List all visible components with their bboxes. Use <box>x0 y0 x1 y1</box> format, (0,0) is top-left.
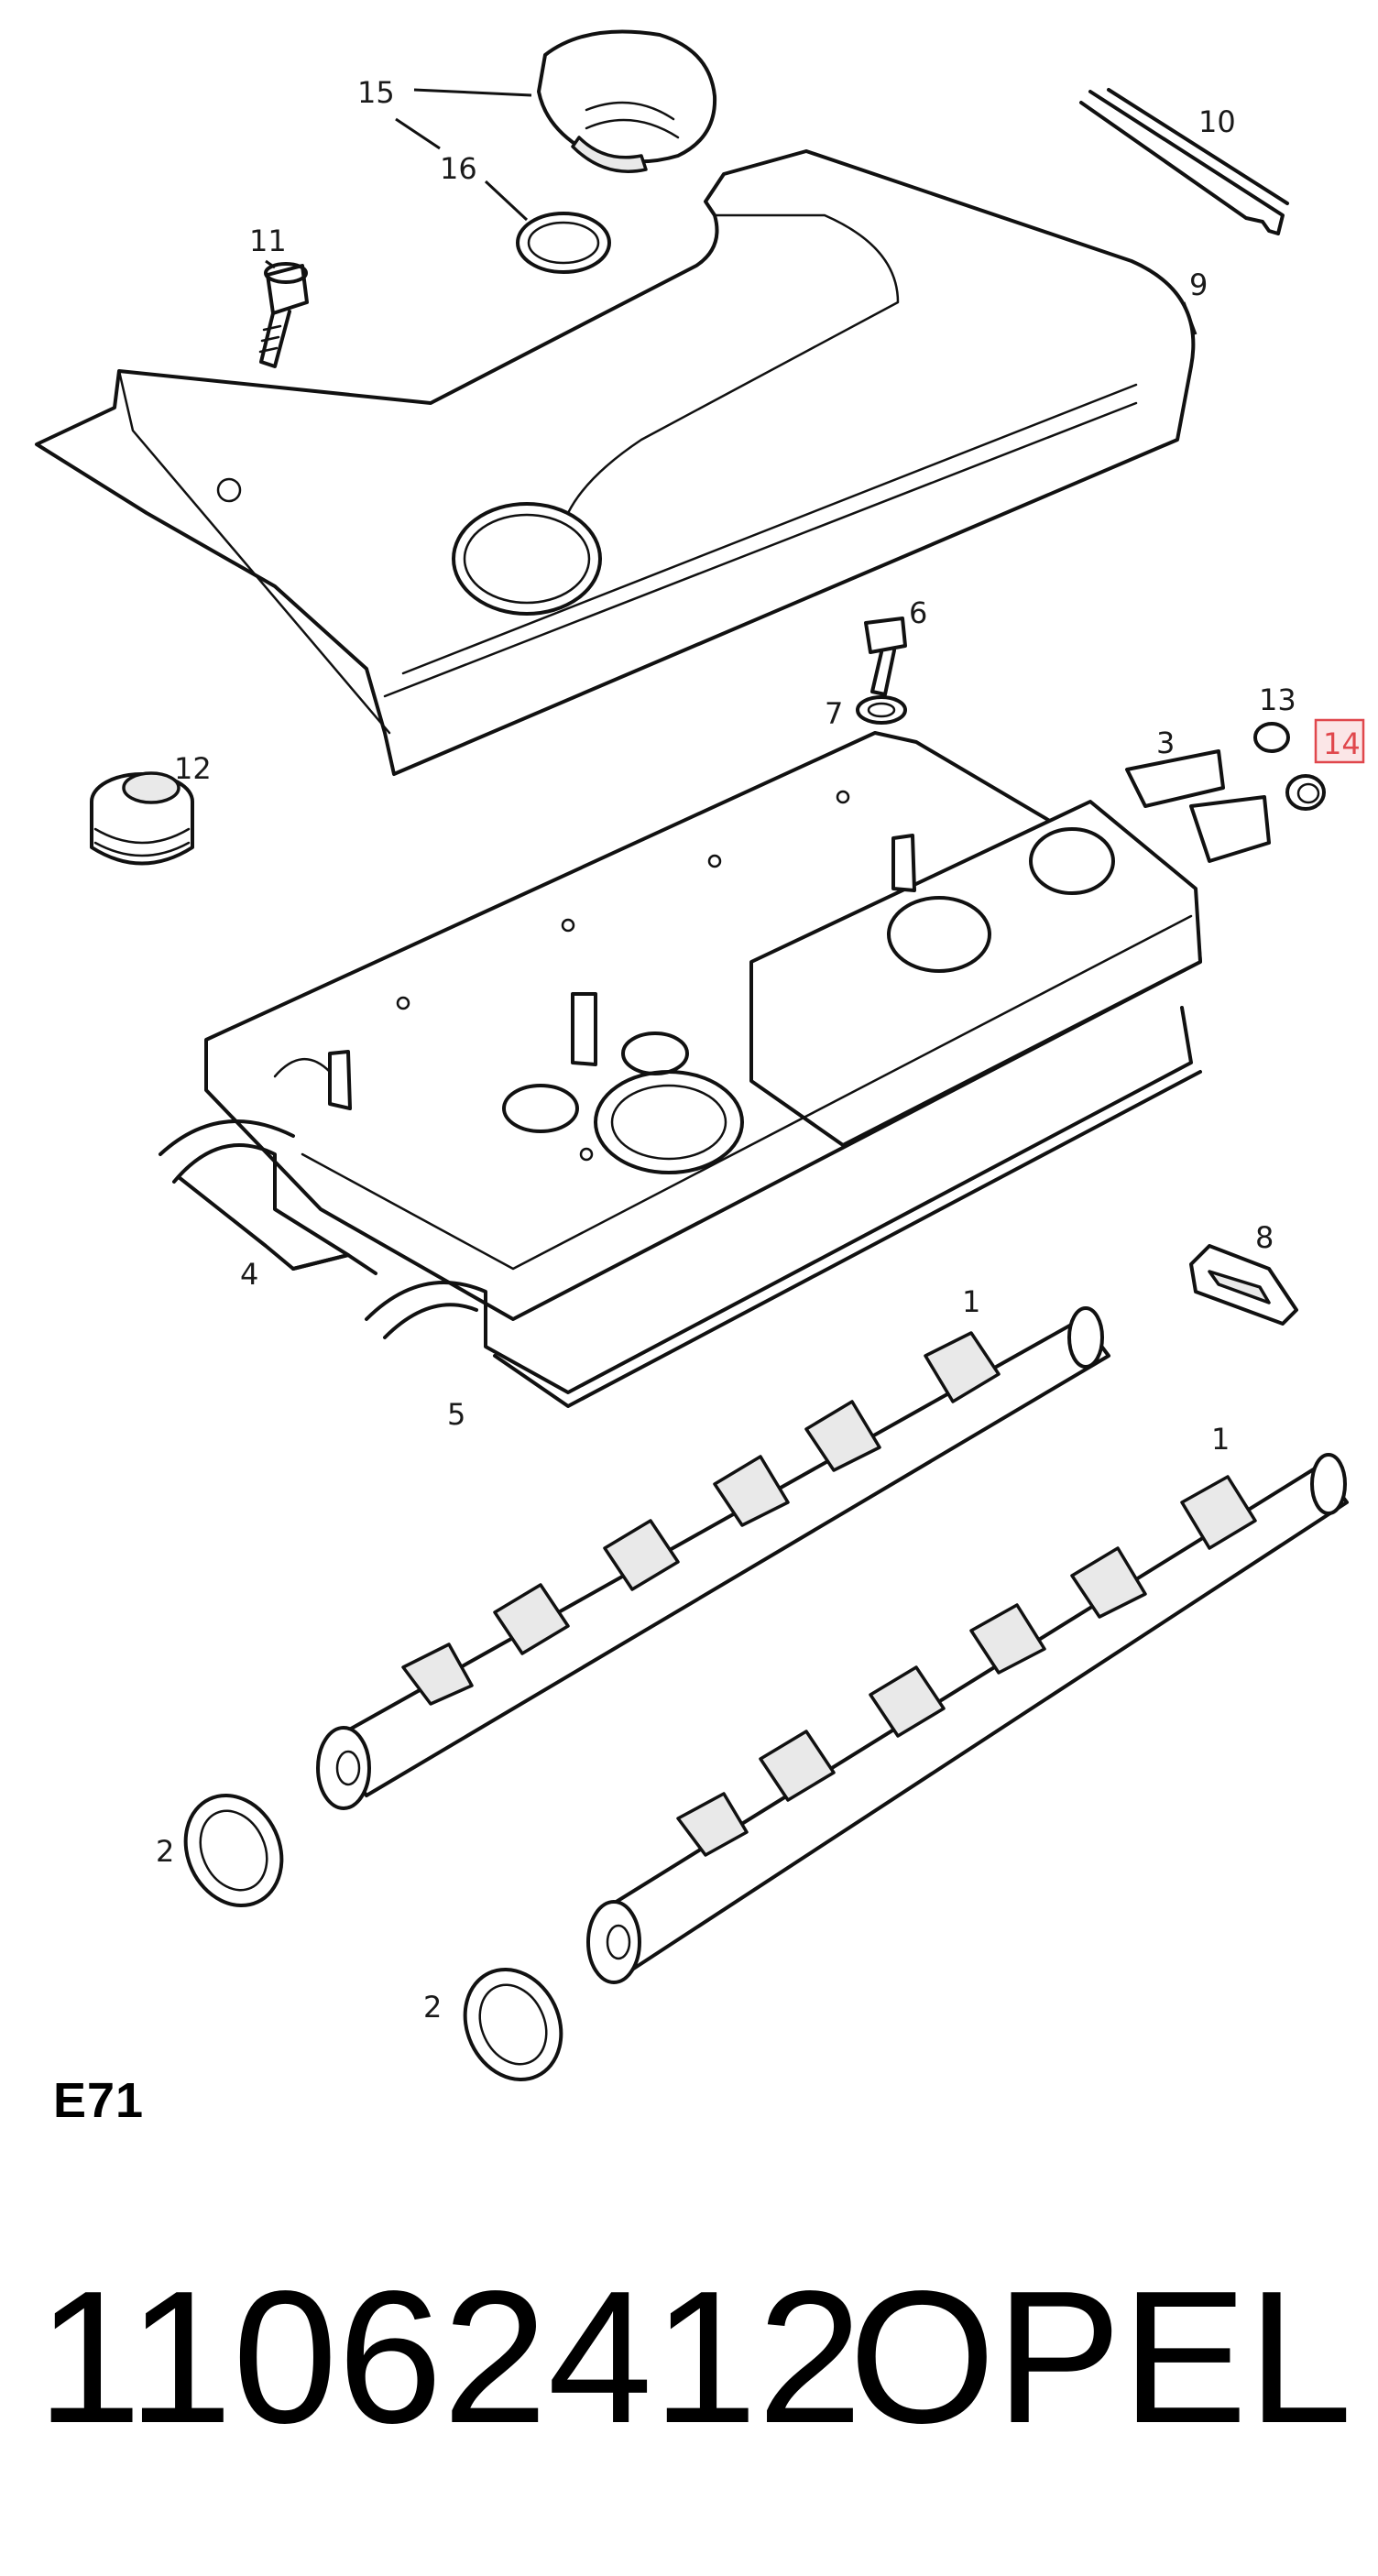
part-number: 11062412 <box>37 2252 863 2462</box>
callout-1-lower: 1 <box>1211 1422 1230 1457</box>
part-4-gasket <box>159 1119 377 1275</box>
part-12-grommet <box>90 771 194 866</box>
callout-6: 6 <box>909 595 927 630</box>
leader-lines <box>265 88 1198 335</box>
part-1-camshaft-lower <box>586 1453 1349 1984</box>
part-14-plug <box>1285 774 1326 811</box>
callout-12: 12 <box>174 751 212 786</box>
part-16-seal-ring <box>516 212 611 274</box>
section-code: E71 <box>53 2073 145 2128</box>
part-2-seal-upper <box>183 1793 284 1908</box>
part-9-engine-cover <box>35 149 1196 776</box>
part-5-gasket <box>365 1006 1202 1408</box>
callout-2-upper: 2 <box>156 1834 174 1869</box>
callout-8: 8 <box>1255 1220 1274 1255</box>
part-1-camshaft-upper <box>316 1306 1110 1810</box>
part-6-bolt <box>864 617 907 696</box>
callout-9: 9 <box>1189 267 1208 302</box>
part-11-bolt <box>258 262 309 368</box>
callout-13: 13 <box>1259 682 1296 717</box>
callout-14-highlight <box>1314 718 1365 764</box>
callout-11: 11 <box>249 224 287 258</box>
callout-1-upper: 1 <box>962 1284 980 1319</box>
callout-15: 15 <box>357 75 395 110</box>
callout-5: 5 <box>447 1397 465 1432</box>
brand-name: OPEL <box>848 2252 1352 2462</box>
part-15-oil-filler-cap <box>537 29 717 173</box>
callout-3: 3 <box>1156 726 1175 760</box>
callout-labels: 15 16 10 11 9 6 7 13 14 3 12 8 4 5 1 1 2… <box>156 75 1365 2025</box>
part-7-washer <box>856 695 907 725</box>
callout-14: 14 <box>1323 726 1361 761</box>
part-3-camshaft-cover <box>204 731 1271 1321</box>
callout-7: 7 <box>825 696 843 731</box>
callout-16: 16 <box>440 151 477 186</box>
callout-4: 4 <box>240 1257 258 1292</box>
part-2-seal-lower <box>463 1967 563 2082</box>
part-8-clip <box>1189 1244 1298 1326</box>
part-10-trim-strip <box>1079 88 1289 235</box>
callout-2-lower: 2 <box>423 1990 442 2025</box>
part-13-plug <box>1253 722 1290 753</box>
callout-10: 10 <box>1198 104 1236 139</box>
